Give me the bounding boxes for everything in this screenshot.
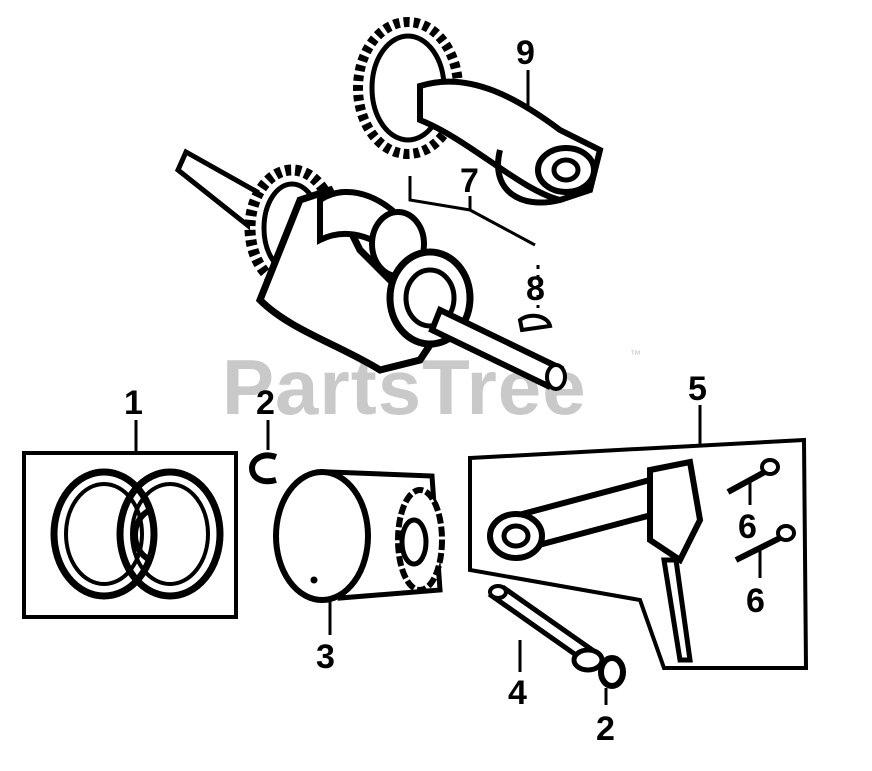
connecting-rod-part[interactable] bbox=[468, 437, 809, 670]
callout-1: 1 bbox=[124, 384, 143, 422]
piston-ring-set-part[interactable] bbox=[22, 451, 238, 619]
woodruff-key-part[interactable] bbox=[517, 265, 553, 333]
callout-6-upper: 6 bbox=[738, 508, 757, 546]
camshaft-part[interactable] bbox=[353, 17, 604, 206]
piston-part[interactable] bbox=[273, 469, 445, 603]
piston-pin-part[interactable] bbox=[487, 584, 605, 673]
callout-4: 4 bbox=[508, 674, 527, 712]
leader-lines bbox=[134, 70, 762, 705]
callout-8: 8 bbox=[526, 270, 545, 308]
callout-2-upper: 2 bbox=[256, 384, 275, 422]
callout-5: 5 bbox=[688, 370, 707, 408]
crankshaft-part[interactable] bbox=[174, 148, 567, 391]
callout-3: 3 bbox=[316, 638, 335, 676]
trademark-symbol: ™ bbox=[630, 349, 641, 361]
callout-9: 9 bbox=[516, 34, 535, 72]
callout-7: 7 bbox=[460, 162, 479, 200]
callout-2-lower: 2 bbox=[596, 710, 615, 748]
callout-6-lower: 6 bbox=[746, 582, 765, 620]
connecting-rod-bolt-part[interactable] bbox=[734, 524, 796, 563]
piston-pin-clip-part[interactable] bbox=[248, 452, 278, 485]
piston-pin-clip-part[interactable] bbox=[598, 655, 626, 689]
